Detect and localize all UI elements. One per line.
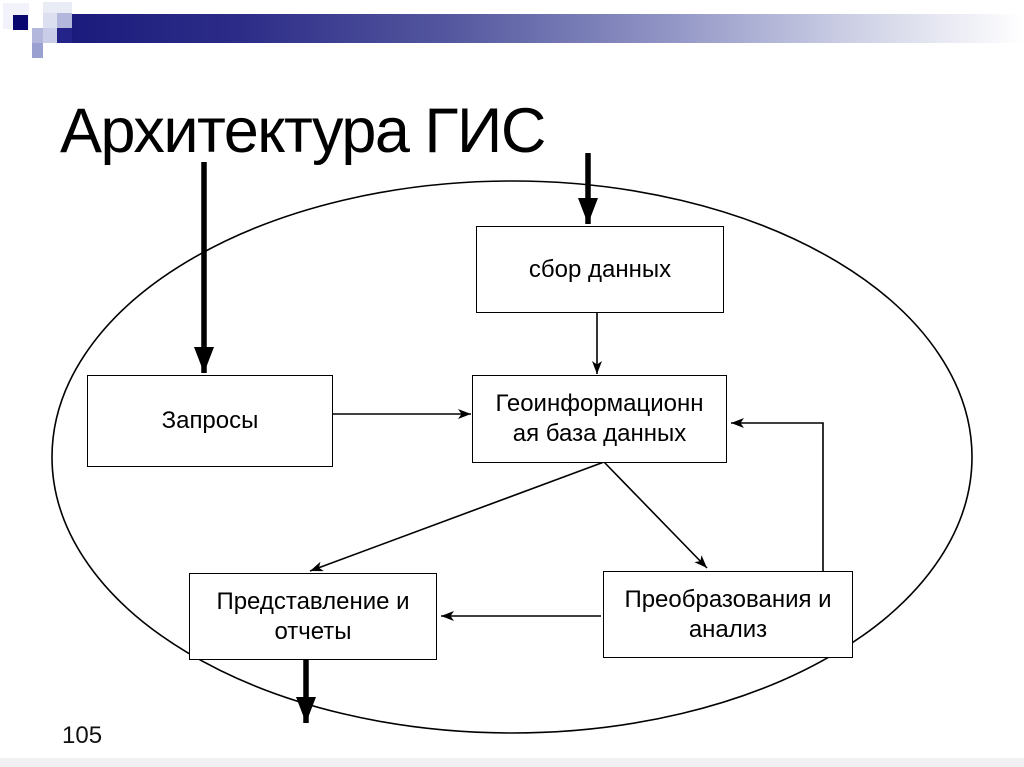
node-label: Запросы [161, 407, 259, 434]
node-label-line2: ая база данных [512, 420, 687, 447]
deco-square [57, 28, 72, 43]
deco-square [43, 13, 57, 29]
bottom-edge-strip [0, 758, 1024, 767]
system-boundary-ellipse [51, 180, 973, 734]
node-label-line2: анализ [688, 615, 768, 643]
node-label-line1: Геоинформационн [495, 390, 704, 417]
node-geo-database: Геоинформационн ая база данных [472, 375, 727, 463]
node-presentation-reports: Представление и отчеты [189, 573, 437, 660]
page-number: 105 [62, 722, 103, 749]
deco-square [13, 15, 28, 30]
deco-square [43, 28, 57, 43]
deco-square [57, 13, 72, 29]
header-gradient-bar [72, 14, 1024, 43]
slide-title: Архитектура ГИС [60, 96, 546, 166]
deco-square [32, 43, 43, 58]
node-transform-analysis: Преобразования и анализ [603, 571, 853, 658]
node-label: сбор данных [528, 255, 672, 283]
node-queries: Запросы [87, 375, 333, 467]
node-label-line2: отчеты [274, 617, 352, 645]
node-label-line1: Представление и [216, 587, 410, 615]
arrow-database-to-presentation [309, 461, 605, 572]
deco-square [43, 2, 72, 13]
deco-square [32, 28, 43, 43]
arrow-database-to-transform [603, 461, 708, 569]
node-data-collection: сбор данных [476, 226, 724, 313]
arrow-transform-to-database-feedback [731, 418, 824, 571]
node-label-line1: Преобразования и [624, 585, 832, 613]
